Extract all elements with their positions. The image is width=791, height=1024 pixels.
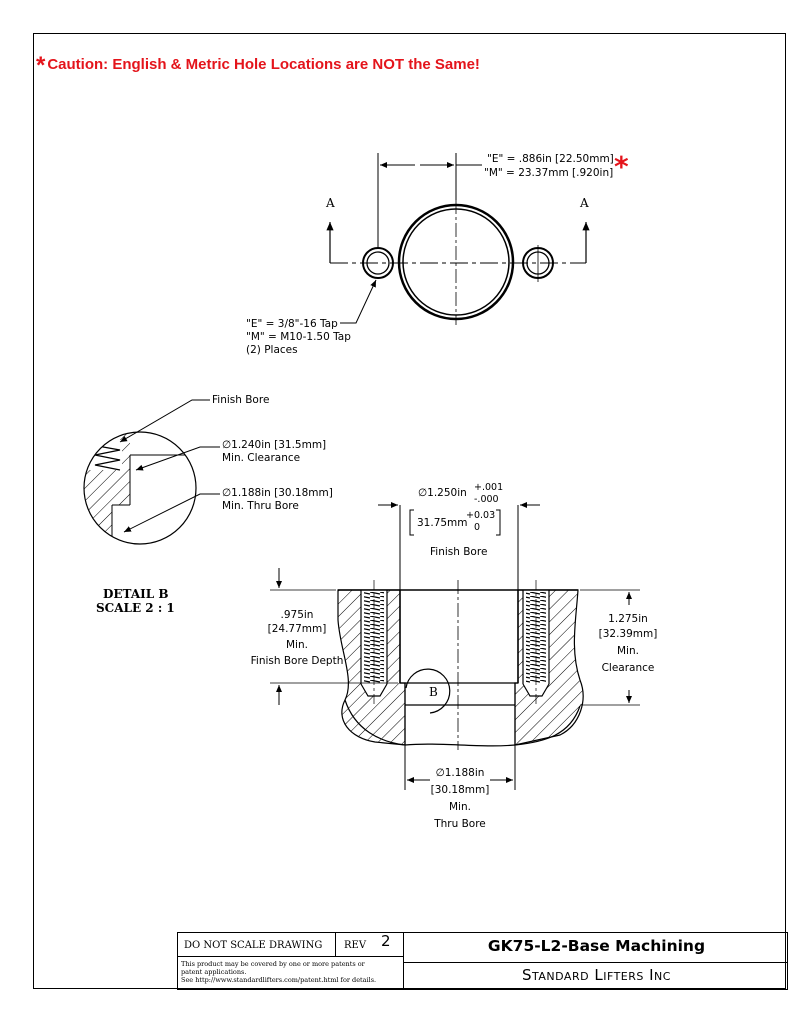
bore-metric-minus: 0 — [474, 522, 481, 533]
do-not-scale-label: DO NOT SCALE DRAWING — [184, 940, 323, 951]
caution-text: Caution: English & Metric Hole Locations… — [47, 56, 480, 73]
patent-line2: patent applications. — [181, 968, 247, 976]
tap-note-line1: "E" = 3/8"-16 Tap — [246, 318, 338, 330]
dim-m-label: "M" = 23.37mm [.920in] — [484, 167, 614, 179]
top-view — [326, 153, 590, 325]
title-block: DO NOT SCALE DRAWING REV 2 GK75-L2-Base … — [177, 932, 788, 990]
detail-scale: SCALE 2 : 1 — [96, 601, 175, 615]
bore-metric-plus: +0.03 — [466, 510, 496, 521]
detail-clearance-line1: ∅1.240in [31.5mm] — [222, 439, 327, 451]
patent-cell: This product may be covered by one or mo… — [177, 956, 404, 990]
rev-label: REV — [344, 940, 367, 951]
depth-label-line2: [24.77mm] — [267, 623, 327, 635]
clearance-label-line2: [32.39mm] — [598, 628, 658, 640]
depth-label-line3: Min. — [286, 639, 308, 651]
clearance-label-line4: Clearance — [601, 662, 655, 674]
bore-tol-plus: +.001 — [474, 482, 504, 493]
thru-label-line4: Thru Bore — [434, 818, 486, 830]
section-view — [270, 502, 640, 790]
caution-star-icon: * — [36, 52, 46, 79]
section-label-right: A — [580, 196, 589, 210]
caution-note: *Caution: English & Metric Hole Location… — [36, 52, 480, 80]
bore-caption: Finish Bore — [430, 546, 488, 558]
depth-label-line1: .975in — [280, 609, 314, 621]
section-label-left: A — [326, 196, 335, 210]
do-not-scale-cell: DO NOT SCALE DRAWING — [177, 932, 336, 957]
part-name-cell: GK75-L2-Base Machining — [403, 932, 788, 963]
tap-note-line3: (2) Places — [246, 344, 298, 356]
rev-cell: REV 2 — [335, 932, 404, 957]
detail-title: DETAIL B — [103, 587, 169, 601]
detail-b-marker: B — [429, 685, 438, 699]
thru-label-line1: ∅1.188in — [435, 767, 485, 779]
bore-metric-label: 31.75mm — [417, 517, 468, 529]
depth-label-line4: Finish Bore Depth — [250, 655, 344, 667]
clearance-label-line3: Min. — [617, 645, 639, 657]
detail-thru-line1: ∅1.188in [30.18mm] — [222, 487, 333, 499]
bore-dia-label: ∅1.250in — [418, 487, 467, 499]
patent-line3: See http://www.standardlifters.com/paten… — [181, 976, 377, 984]
patent-line1: This product may be covered by one or mo… — [181, 960, 365, 968]
clearance-label-line1: 1.275in — [608, 613, 648, 625]
company-cell: Standard Lifters Inc — [403, 962, 788, 990]
detail-b-view — [83, 399, 220, 545]
caution-star-icon-marker: * — [614, 150, 629, 183]
detail-clearance-line2: Min. Clearance — [222, 452, 301, 464]
rev-value: 2 — [381, 932, 391, 950]
detail-finish-bore-label: Finish Bore — [212, 394, 270, 406]
dim-e-label: "E" = .886in [22.50mm] — [487, 153, 614, 165]
company-name: Standard Lifters Inc — [522, 966, 671, 984]
tap-note-line2: "M" = M10-1.50 Tap — [246, 331, 351, 343]
thru-label-line3: Min. — [449, 801, 471, 813]
thru-label-line2: [30.18mm] — [430, 784, 490, 796]
part-name: GK75-L2-Base Machining — [487, 937, 706, 955]
bore-tol-minus: -.000 — [474, 494, 499, 505]
detail-thru-line2: Min. Thru Bore — [222, 500, 299, 512]
